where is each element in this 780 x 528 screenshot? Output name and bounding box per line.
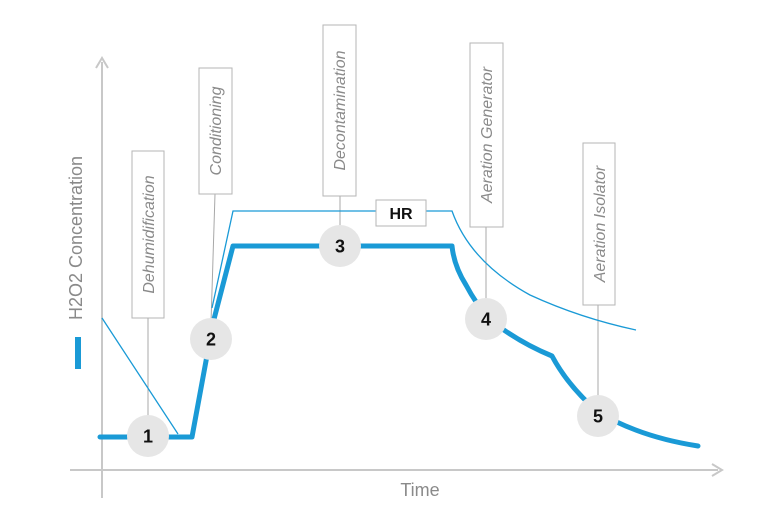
marker-circle — [465, 298, 507, 340]
leader-conditioning — [210, 193, 216, 324]
marker-2: 2 — [190, 318, 232, 360]
callout-box — [582, 142, 616, 306]
marker-label: 3 — [335, 237, 345, 257]
hr-callout: HR — [375, 199, 427, 227]
callout-aeration-isolator: Aeration Isolator — [582, 142, 616, 306]
x-axis-arrow — [711, 463, 724, 477]
y-axis-label: H2O2 Concentration — [66, 156, 86, 320]
marker-circle — [190, 318, 232, 360]
hr-label: HR — [389, 206, 413, 223]
phase-label-decontamination: Decontamination — [332, 50, 349, 170]
callout-box — [469, 42, 504, 228]
marker-4: 4 — [465, 298, 507, 340]
marker-3: 3 — [319, 225, 361, 267]
callout-decontamination: Decontamination — [322, 24, 357, 197]
marker-1: 1 — [127, 415, 169, 457]
marker-label: 2 — [206, 330, 216, 350]
x-axis-label: Time — [400, 480, 439, 500]
marker-label: 4 — [481, 310, 491, 330]
phase-label-aeration-generator: Aeration Generator — [479, 66, 496, 204]
hr-line — [101, 210, 637, 435]
marker-circle — [127, 415, 169, 457]
marker-circle — [319, 225, 361, 267]
callout-dehumidification: Dehumidification — [131, 150, 165, 319]
marker-label: 1 — [143, 427, 153, 447]
phase-label-aeration-isolator: Aeration Isolator — [592, 165, 609, 283]
axes: Time H2O2 Concentration — [66, 56, 724, 500]
callout-aeration-generator: Aeration Generator — [469, 42, 504, 228]
hr-box — [375, 199, 427, 227]
y-axis-arrow — [95, 56, 109, 69]
marker-label: 5 — [593, 407, 603, 427]
phase-label-dehumidification: Dehumidification — [141, 175, 158, 293]
callout-box — [131, 150, 165, 319]
marker-circle — [577, 395, 619, 437]
callout-conditioning: Conditioning — [198, 67, 233, 195]
callout-box — [198, 67, 233, 195]
callout-box — [322, 24, 357, 197]
marker-5: 5 — [577, 395, 619, 437]
phase-label-conditioning: Conditioning — [208, 86, 225, 175]
